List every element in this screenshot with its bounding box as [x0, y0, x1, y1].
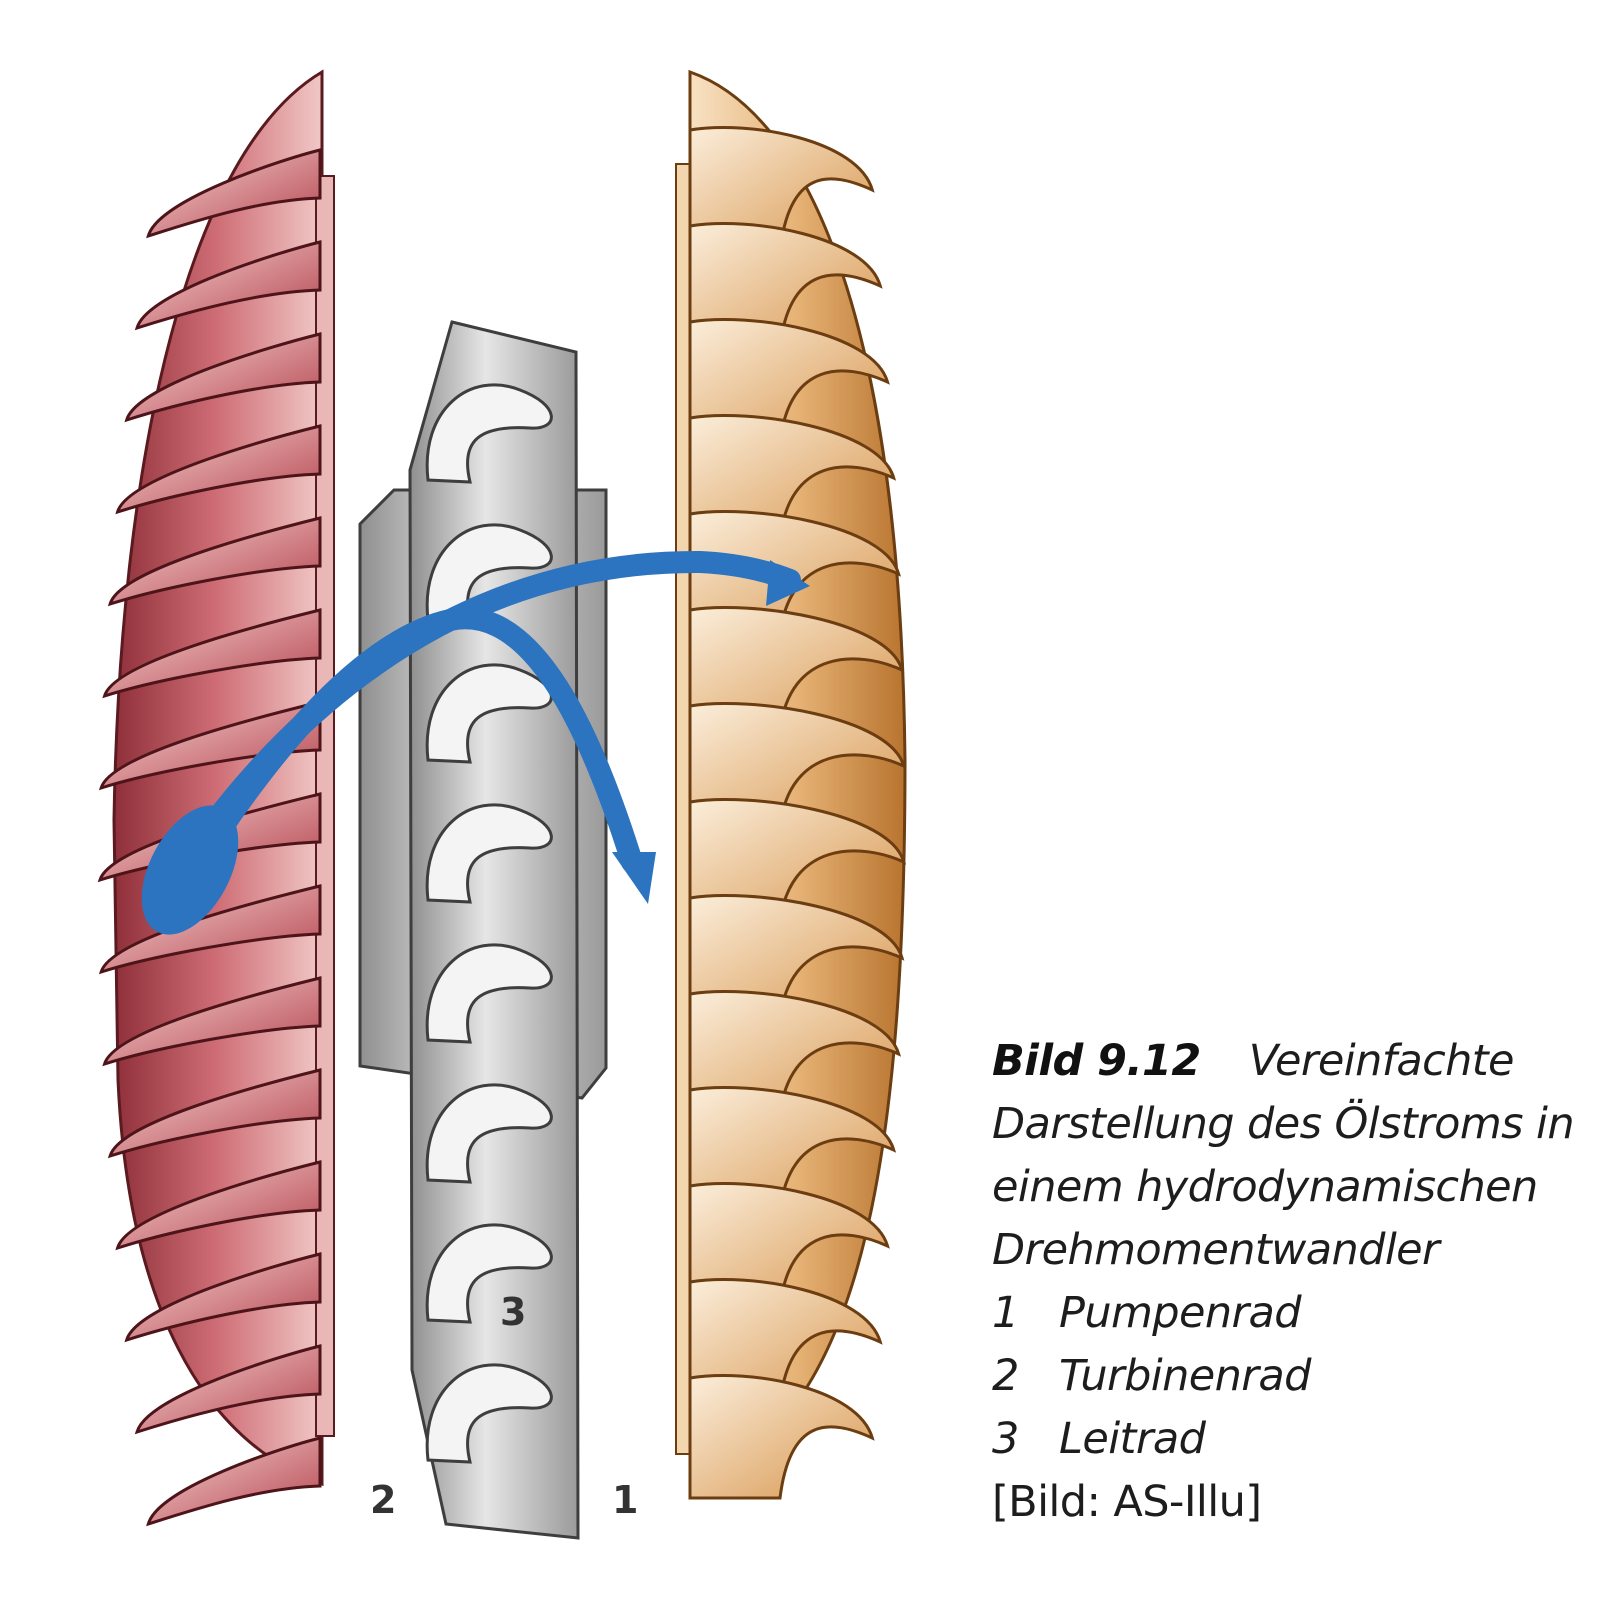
stator-vane	[425, 383, 553, 484]
pump-blade	[688, 702, 907, 828]
turbine-blades	[97, 148, 322, 1527]
pump-blade	[688, 894, 905, 1020]
pump-blade	[688, 1374, 875, 1500]
oil-flow-lower-arrow	[165, 607, 643, 911]
stator-vane	[425, 803, 553, 904]
caption-title-text: Drehmomentwandler	[992, 1225, 1440, 1275]
turbine-blade	[115, 1160, 322, 1251]
turbine-blade	[134, 1344, 322, 1435]
caption-title-text: Darstellung des Ölstroms in	[992, 1099, 1575, 1149]
turbine-blade	[134, 240, 322, 331]
oil-flow-origin	[141, 805, 239, 935]
oil-flow-upper-arrowhead	[766, 560, 810, 606]
pump-blade	[688, 414, 897, 540]
torque-converter-illustration: 2 1 3	[97, 69, 907, 1540]
pump-blade	[688, 126, 875, 252]
legend-label: Leitrad	[1059, 1414, 1206, 1464]
turbine-blade	[146, 148, 322, 239]
image-credit: [Bild: AS-Illu]	[992, 1477, 1262, 1527]
stator-vane	[425, 523, 553, 624]
figure-caption: Bild 9.12 Vereinfachte Darstellung des Öl…	[992, 1030, 1592, 1534]
stator-number-label: 3	[500, 1290, 527, 1334]
legend-number: 1	[992, 1288, 1019, 1338]
stator-wheel	[358, 320, 608, 1540]
turbine-blade	[146, 1436, 322, 1527]
stator-vane	[425, 1083, 553, 1184]
pump-blade	[688, 1086, 897, 1212]
legend-label: Pumpenrad	[1059, 1288, 1302, 1338]
turbine-blade	[98, 884, 322, 975]
caption-title-line: Bild 9.12 Vereinfachte	[992, 1030, 1592, 1093]
pump-wheel	[675, 69, 907, 1500]
pump-blade	[688, 1278, 883, 1404]
caption-title-text: Vereinfachte	[1248, 1036, 1515, 1086]
stator-vane	[425, 1223, 553, 1324]
pump-blade	[688, 222, 883, 348]
stator-vane	[425, 943, 553, 1044]
pump-blade	[688, 990, 901, 1116]
turbine-wheel	[97, 69, 335, 1527]
turbine-blade	[124, 332, 322, 423]
pump-blade	[688, 1182, 890, 1308]
pump-blade	[688, 318, 890, 444]
legend-item-pump: 1 Pumpenrad	[992, 1282, 1592, 1345]
turbine-blade	[124, 1252, 322, 1343]
stator-body	[408, 320, 580, 1540]
legend-label: Turbinenrad	[1059, 1351, 1311, 1401]
legend-item-stator: 3 Leitrad	[992, 1408, 1592, 1471]
pump-blades	[688, 126, 907, 1500]
figure-number: Bild 9.12	[992, 1036, 1201, 1086]
turbine-blade	[102, 976, 322, 1067]
oil-flow-lower-arrowhead	[612, 852, 656, 904]
turbine-blade	[115, 424, 322, 515]
legend-item-turbine: 2 Turbinenrad	[992, 1345, 1592, 1408]
pump-blade	[688, 798, 907, 924]
pump-number-label: 1	[612, 1478, 639, 1522]
pump-blade	[688, 606, 905, 732]
legend-number: 2	[992, 1351, 1019, 1401]
caption-title-text: einem hydrodynamischen	[992, 1162, 1538, 1212]
oil-flow-arrows	[141, 550, 810, 935]
turbine-blade	[107, 1068, 322, 1159]
stator-vane	[425, 1363, 553, 1464]
turbine-blade	[107, 516, 322, 607]
turbine-number-label: 2	[370, 1478, 397, 1522]
turbine-blade	[102, 608, 322, 699]
stator-vanes	[425, 383, 553, 1464]
legend-number: 3	[992, 1414, 1019, 1464]
